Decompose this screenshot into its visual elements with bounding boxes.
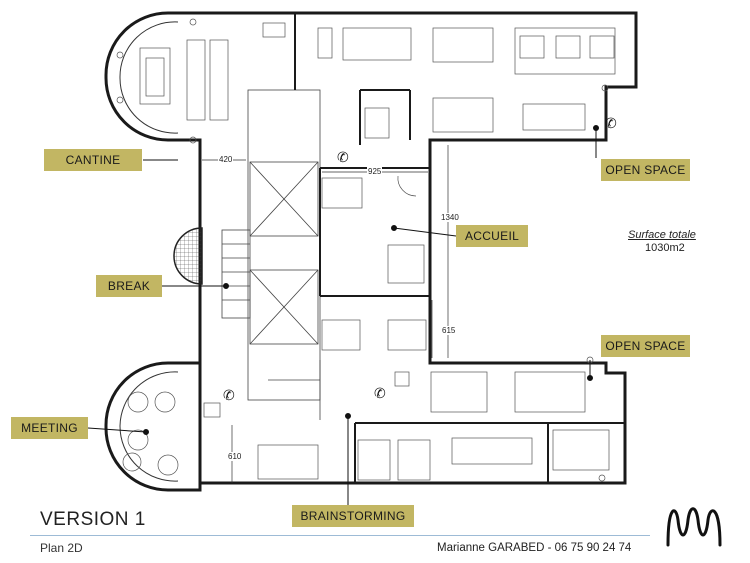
- inner-arcs: [119, 21, 179, 482]
- room-label-break: BREAK: [96, 275, 162, 297]
- room-label-brainstorming: BRAINSTORMING: [292, 505, 414, 527]
- room-label-cantine: CANTINE: [44, 149, 142, 171]
- phone-icons: ✆ ✆ ✆ ✆: [223, 116, 617, 404]
- logo-mark: [666, 507, 722, 547]
- room-label-open-space-right: OPEN SPACE: [601, 335, 690, 357]
- dimension-1340: 1340: [440, 213, 460, 222]
- core-shafts: [221, 89, 321, 420]
- footer-rule: [30, 535, 650, 536]
- plan-subtitle: Plan 2D: [40, 541, 83, 555]
- leader-lines: [87, 125, 599, 505]
- surface-title: Surface totale: [628, 229, 696, 241]
- surface-value: 1030m2: [645, 242, 685, 254]
- dimension-925: 925: [367, 167, 383, 176]
- dimension-610: 610: [227, 452, 243, 461]
- phone-icon: ✆: [605, 116, 617, 132]
- room-label-open-space-top: OPEN SPACE: [601, 159, 690, 181]
- dimension-615: 615: [441, 326, 457, 335]
- partitions: [294, 13, 625, 483]
- version-title: VERSION 1: [40, 509, 146, 530]
- phone-icon: ✆: [223, 388, 235, 404]
- author-credit: Marianne GARABED - 06 75 90 24 74: [437, 542, 632, 554]
- outer-walls: [104, 11, 638, 492]
- furniture: [116, 18, 616, 482]
- phone-icon: ✆: [374, 386, 386, 402]
- room-label-accueil: ACCUEIL: [456, 225, 528, 247]
- room-label-meeting: MEETING: [11, 417, 88, 439]
- dimension-420: 420: [218, 155, 234, 164]
- phone-icon: ✆: [337, 150, 349, 166]
- break-bay: [173, 227, 203, 285]
